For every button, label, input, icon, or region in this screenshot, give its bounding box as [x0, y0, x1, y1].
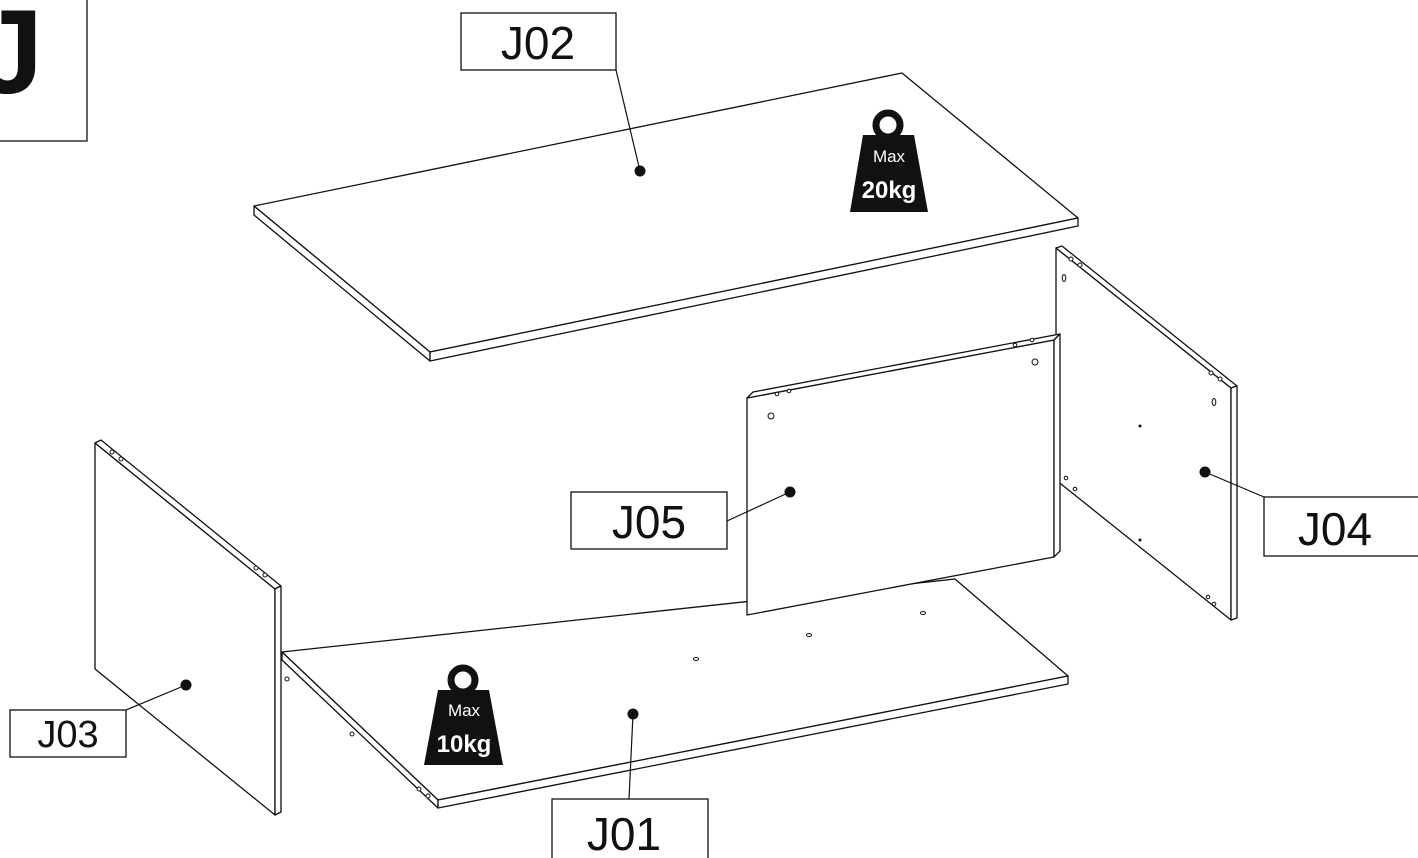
label-j01: J01 — [587, 808, 661, 858]
weight-limit-icon-bottom: Max 10kg — [424, 664, 503, 765]
callout-j02: J02 — [460, 12, 646, 177]
panel-j05 — [746, 333, 1061, 616]
weight-limit-top-line2: 20kg — [862, 177, 917, 204]
panel-j02 — [253, 72, 1079, 362]
label-j04: J04 — [1298, 503, 1372, 555]
header-letter: J — [0, 0, 43, 119]
callout-j01: J01 — [551, 708, 709, 858]
label-j03: J03 — [37, 714, 98, 756]
label-j05: J05 — [612, 496, 686, 548]
callout-j05: J05 — [570, 486, 796, 550]
weight-limit-bottom-line1: Max — [448, 701, 481, 720]
weight-limit-icon-top: Max 20kg — [850, 109, 928, 212]
callout-j04: J04 — [1199, 466, 1418, 557]
callout-j03: J03 — [9, 679, 192, 758]
panel-j03 — [94, 439, 282, 816]
weight-limit-bottom-line2: 10kg — [437, 731, 492, 758]
header-tab: J — [0, 0, 88, 142]
label-j02: J02 — [501, 17, 575, 69]
panel-j04 — [1055, 245, 1238, 621]
panel-j01 — [281, 578, 1069, 809]
weight-limit-top-line1: Max — [873, 147, 906, 166]
